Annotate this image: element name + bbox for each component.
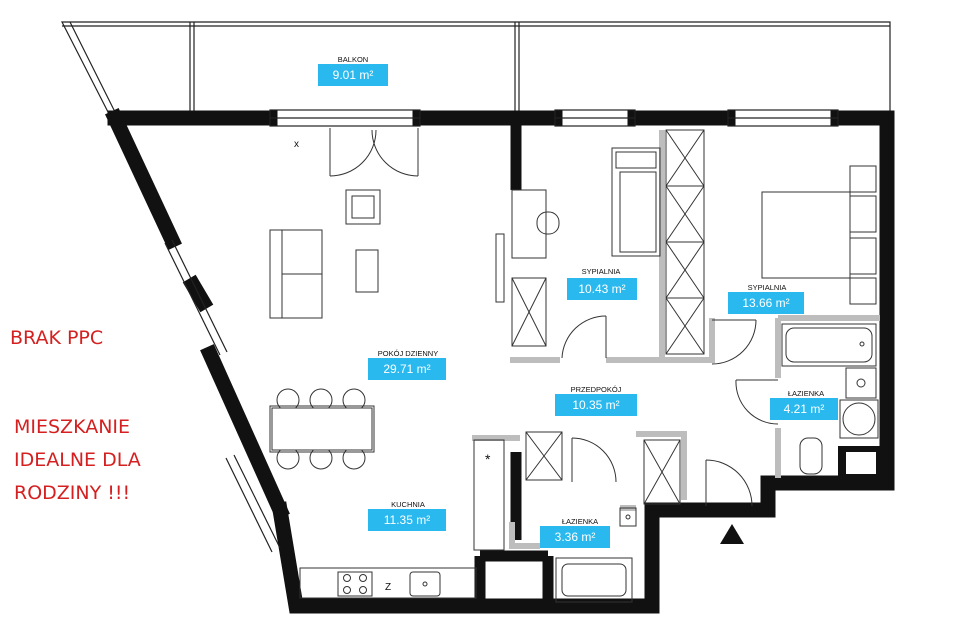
room-name: PRZEDPOKÓJ [571,385,622,394]
corridor-fixtures [525,431,681,603]
dining-chairs-cover [271,407,373,451]
area-badge [368,358,446,380]
area-badge [368,509,446,531]
area-value: 10.43 m² [578,282,625,296]
bedroom2-furniture [761,165,877,305]
area-badge [555,394,637,416]
bathroom1-fixtures [781,323,879,475]
area-badge [567,278,637,300]
kitchen-counter [299,439,505,599]
area-value: 10.35 m² [572,398,619,412]
area-value: 29.71 m² [383,362,430,376]
dishwasher-mark: Z [385,582,391,593]
fridge-mark: * [485,451,491,467]
room-sypialnia-1: SYPIALNIA 10.43 m² [567,267,637,300]
note-family: MIESZKANIE IDEALNE DLA RODZINY !!! [14,416,141,504]
exterior-walls [105,108,895,614]
room-name: POKÓJ DZIENNY [378,349,438,358]
living-furniture [269,189,381,470]
door-cross-mark: x [294,139,299,150]
room-labels: BALKON 9.01 m² SYPIALNIA 10.43 m² SYPIAL… [318,55,838,548]
shaft-inner [846,452,876,474]
room-balkon: BALKON 9.01 m² [318,55,388,86]
area-badge [540,526,610,548]
room-name: KUCHNIA [391,500,425,509]
room-name: SYPIALNIA [748,283,787,292]
room-kuchnia: KUCHNIA 11.35 m² [368,500,446,531]
room-sypialnia-2: SYPIALNIA 13.66 m² [728,283,804,314]
top-windows [269,109,839,127]
area-badge [318,64,388,86]
bedroom1-furniture [495,147,661,347]
note-brak-ppc: BRAK PPC [10,327,104,349]
area-badge [770,398,838,420]
doors [329,128,779,507]
area-value: 4.21 m² [784,402,825,416]
wardrobe [665,129,705,355]
entry-arrow-icon [720,524,744,544]
area-value: 9.01 m² [333,68,374,82]
diagonal-windows [164,239,281,553]
room-pokoj-dzienny: POKÓJ DZIENNY 29.71 m² [368,349,446,380]
partitions [472,130,880,549]
area-value: 13.66 m² [742,296,789,310]
area-value: 11.35 m² [384,513,430,527]
room-name: ŁAZIENKA [788,389,824,398]
room-przedpokoj: PRZEDPOKÓJ 10.35 m² [555,385,637,416]
room-name: ŁAZIENKA [562,517,598,526]
room-lazienka-2: ŁAZIENKA 3.36 m² [540,517,610,548]
room-name: SYPIALNIA [582,267,621,276]
balcony-outline [61,21,891,113]
area-badge [728,292,804,314]
area-value: 3.36 m² [555,530,596,544]
room-name: BALKON [338,55,368,64]
room-lazienka-1: ŁAZIENKA 4.21 m² [770,389,838,420]
